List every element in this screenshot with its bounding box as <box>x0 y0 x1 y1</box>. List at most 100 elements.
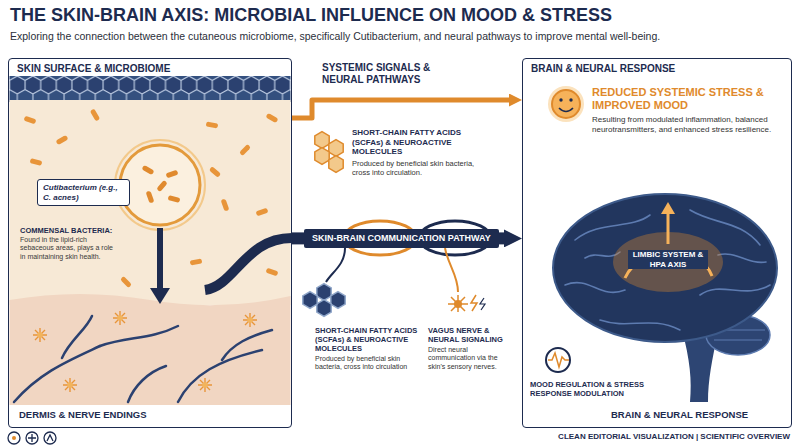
molecule-icon <box>315 148 329 165</box>
epidermis-cells <box>10 76 291 102</box>
bacteria-rod <box>24 116 37 125</box>
bacteria-rod <box>221 199 230 212</box>
section-heading: SYSTEMIC SIGNALS & NEURAL PATHWAYS <box>322 62 472 86</box>
annotation-body: Produced by beneficial skin bacteria, cr… <box>315 355 420 372</box>
annotation-heading-slot: COMMENSAL BACTERIA: <box>18 226 118 235</box>
nerve-cell-icon <box>480 298 485 310</box>
nerve-ending <box>33 311 257 392</box>
brain-panel-text-slot: BRAIN & NEURAL RESPONSE <box>529 63 677 75</box>
species-label: Cutibacterium (e.g., C. acnes) <box>43 183 123 202</box>
nerve-ending <box>198 378 212 392</box>
mood-icon <box>546 348 570 372</box>
brain-fold <box>600 320 680 330</box>
outcome-heading-slot: REDUCED SYSTEMIC STRESS & IMPROVED MOOD <box>592 86 784 112</box>
bacteria-rod <box>156 180 168 192</box>
annotation-body-slot: Produced by beneficial skin bacteria, cr… <box>352 159 480 177</box>
down-arrow <box>157 228 163 290</box>
skin-layer <box>10 100 291 305</box>
magnifier-circle <box>120 145 200 225</box>
mood-glow <box>548 86 584 122</box>
molecule-icon <box>329 140 343 157</box>
molecule-icon <box>329 156 343 173</box>
callout-box: Cutibacterium (e.g., C. acnes) <box>37 179 130 206</box>
annotation-body: Found in the lipid-rich sebaceous areas,… <box>18 236 118 261</box>
connector-arrow <box>292 232 304 244</box>
molecule-icon <box>317 284 331 301</box>
footer-icons <box>8 432 20 444</box>
annotation-body: Direct neural communication via the skin… <box>428 346 516 371</box>
footer-icons <box>26 432 38 444</box>
molecule-icon <box>331 292 345 309</box>
nerve-cell-icon <box>454 300 462 308</box>
brain-illustration <box>559 108 573 112</box>
bacteria-rod <box>146 191 155 204</box>
nerve-cell-icon <box>448 295 468 312</box>
annotation-heading: SHORT-CHAIN FATTY ACIDS (SCFAs) & NEUROA… <box>352 128 480 157</box>
band-label: SKIN-BRAIN COMMUNICATION PATHWAY <box>312 233 491 244</box>
nerve-cell-icon <box>448 295 485 312</box>
panel-heading: BRAIN & NEURAL RESPONSE <box>529 63 677 75</box>
blood-vessel <box>62 316 92 358</box>
bacteria-rod <box>166 170 179 179</box>
molecule-icon <box>315 132 329 149</box>
bacteria-rod <box>206 121 219 128</box>
annotation-body: Produced by beneficial skin bacteria, cr… <box>352 159 480 177</box>
annotation-heading: COMMENSAL BACTERIA: <box>18 226 118 235</box>
footer-icons <box>44 432 56 444</box>
nerve-cell-icon <box>471 295 477 311</box>
brain-fold <box>565 283 625 293</box>
panel-heading: SKIN SURFACE & MICROBIOME <box>15 63 172 75</box>
pathway-band: SKIN-BRAIN COMMUNICATION PATHWAY <box>304 229 499 248</box>
connector-arrow <box>499 232 504 244</box>
bacteria-rod <box>209 166 221 178</box>
molecule-icon <box>317 300 331 317</box>
annotation-heading: MOOD REGULATION & STRESS RESPONSE MODULA… <box>530 380 660 398</box>
annotation-body-slot: Found in the lipid-rich sebaceous areas,… <box>18 236 118 261</box>
title-slot: THE SKIN-BRAIN AXIS: MICROBIAL INFLUENCE… <box>10 5 795 27</box>
nerve-ending <box>243 313 257 327</box>
nerve-ending <box>113 311 127 325</box>
pathway-band-text-slot: SKIN-BRAIN COMMUNICATION PATHWAY <box>312 233 491 244</box>
brain-fold <box>700 285 770 295</box>
panel-footer-label: BRAIN & NEURAL RESPONSE <box>609 409 750 420</box>
bacteria-rod <box>256 208 269 217</box>
outcome-heading: REDUCED SYSTEMIC STRESS & IMPROVED MOOD <box>592 86 784 112</box>
nerve-ending <box>63 378 77 392</box>
annotation-heading-slot: SHORT-CHAIN FATTY ACIDS (SCFAs) & NEUROA… <box>352 128 480 157</box>
up-arrow-head <box>661 202 675 214</box>
blood-vessel <box>178 350 262 402</box>
subtitle-slot: Exploring the connection between the cut… <box>10 30 795 43</box>
region-label-slot: LIMBIC SYSTEM & HPA AXIS <box>628 250 708 269</box>
signal-icons <box>326 248 345 282</box>
brain-illustration <box>569 98 572 101</box>
bacteria-rod <box>239 144 251 156</box>
bacteria-rod <box>142 165 181 204</box>
bacteria-rod <box>142 165 155 175</box>
cerebrum <box>553 194 777 342</box>
diagram-title: THE SKIN-BRAIN AXIS: MICROBIAL INFLUENCE… <box>10 5 795 27</box>
outcome-body-slot: Resulting from modulated inflammation, b… <box>592 115 784 134</box>
caption-slot: CLEAN EDITORIAL VISUALIZATION | SCIENTIF… <box>558 432 790 442</box>
blood-vessel <box>100 326 178 346</box>
connector-arrow <box>292 100 509 118</box>
blood-vessel <box>14 316 272 402</box>
pathway-arrow-tail <box>205 238 292 290</box>
smiley-icon <box>552 90 580 118</box>
footer-icons <box>47 435 53 441</box>
bacteria-rod <box>190 258 203 265</box>
brain-illustration <box>559 98 562 101</box>
bacteria-rod <box>30 158 43 166</box>
brain-fold <box>575 215 650 240</box>
brain-fold <box>718 254 766 262</box>
annotation-heading: SHORT-CHAIN FATTY ACIDS (SCFAs) & NEUROA… <box>315 326 420 353</box>
footer-icons <box>28 434 36 442</box>
brain-fold <box>565 210 770 330</box>
brain-panel: BRAIN & NEURAL RESPONSE BRAIN & NEURAL RE… <box>522 58 792 428</box>
bacteria-rod <box>266 268 279 277</box>
brain-illustration <box>548 353 569 367</box>
annotation-body-slot: Direct neural communication via the skin… <box>428 346 516 371</box>
molecule-icon <box>303 284 345 317</box>
molecule-icon <box>303 292 317 309</box>
skin-illustration <box>10 76 293 405</box>
molecule-icon <box>315 132 343 173</box>
